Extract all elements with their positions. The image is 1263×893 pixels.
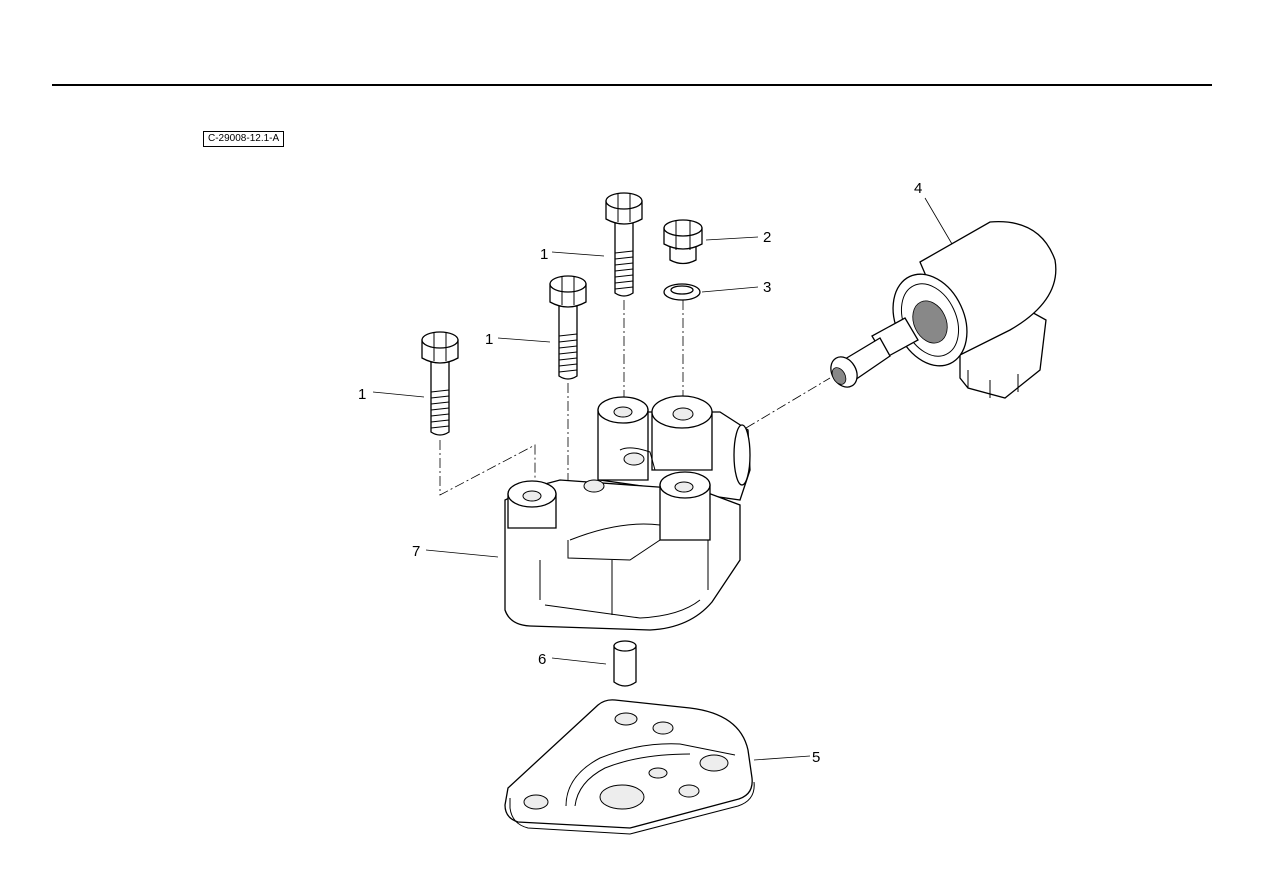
valve-housing-part bbox=[504, 395, 751, 631]
callout-housing: 7 bbox=[412, 543, 420, 560]
callout-gasket: 5 bbox=[812, 749, 820, 766]
gasket-part bbox=[504, 699, 755, 835]
bolt-b-part bbox=[549, 275, 587, 380]
leader-lines bbox=[372, 197, 953, 761]
callout-bolt-b: 1 bbox=[485, 331, 493, 348]
callout-washer: 3 bbox=[763, 279, 771, 296]
bolt-c-part bbox=[421, 331, 459, 436]
header-rule bbox=[52, 84, 1212, 86]
washer-part bbox=[663, 283, 701, 301]
solenoid-part bbox=[830, 221, 1057, 399]
callouts: 1 1 1 2 3 4 5 6 7 bbox=[358, 180, 922, 766]
callout-solenoid: 4 bbox=[914, 180, 922, 197]
reference-code: C-29008-12.1-A bbox=[203, 131, 285, 147]
callout-plug: 2 bbox=[763, 229, 771, 246]
bolt-a-part bbox=[605, 192, 643, 297]
dowel-pin-part bbox=[613, 640, 637, 687]
callout-bolt-c: 1 bbox=[358, 386, 366, 403]
callout-bolt-a: 1 bbox=[540, 246, 548, 263]
plug-part bbox=[663, 219, 703, 265]
callout-dowel: 6 bbox=[538, 651, 546, 668]
